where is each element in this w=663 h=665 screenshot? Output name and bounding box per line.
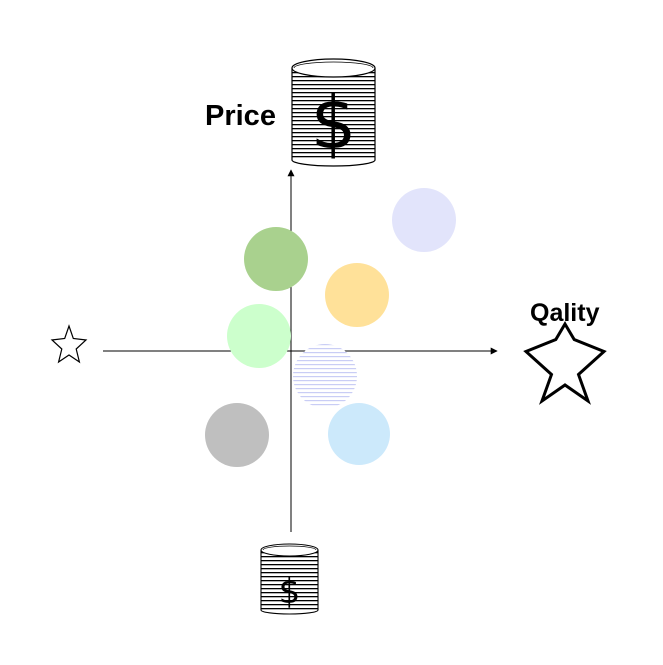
dollar-sign-small: $	[279, 572, 301, 612]
bubble-mint	[227, 304, 291, 368]
dollar-sign-large: $	[311, 81, 357, 165]
bubble-lavender	[392, 188, 456, 252]
bubble-green	[244, 227, 308, 291]
money-stack-icon: $	[291, 58, 376, 167]
bubble-sky	[328, 403, 390, 465]
bubble-gray	[205, 403, 269, 467]
bubble-gold	[325, 263, 389, 327]
star-icon	[50, 324, 88, 364]
money-stack-icon: $	[260, 543, 319, 615]
bubble-striped	[293, 344, 357, 408]
y-axis-label: Price	[205, 100, 276, 132]
star-icon	[523, 321, 607, 405]
